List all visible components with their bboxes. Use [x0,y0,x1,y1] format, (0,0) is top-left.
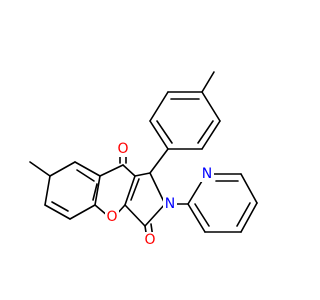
bond-c3-c3a [124,204,146,227]
bond-tolyl-double [197,120,214,144]
bond-c1-n [149,172,166,205]
n-lactam-label-bg [163,196,177,212]
bond-benzo-ring [74,161,101,177]
bond-tolyl-ring [201,91,221,122]
bond-c9-c8a [99,164,124,177]
bond-pyridine-ring [240,173,258,204]
bond-benzo-double [76,169,95,182]
bond-pyridine-ring [240,202,258,233]
bond-benzo-double [51,201,69,212]
bond-pyridine-double [236,202,251,227]
bond-tolyl-ring [201,120,221,150]
nitrogen-pyridine-label: N [202,166,212,182]
bond-benzo-double [92,183,98,201]
o-ketone-label-bg [116,141,130,157]
bond-benzo-ring [44,175,51,206]
bond-c9a-c1 [134,172,151,177]
bond-tolyl-ring [149,120,169,150]
bond-n-c3 [144,203,166,227]
bond-pyridine-ring [187,180,203,205]
bond-tolyl-double [156,120,173,144]
bond-aryl-methyl [29,161,51,177]
atom-label-layer: O O O N N [105,141,214,248]
bond-layer [29,71,258,240]
o-lactam-label-bg [143,232,157,248]
bond-benzo-ring [69,204,96,220]
bond-benzo-ring [44,204,71,220]
oxygen-ketone-label: O [117,141,128,157]
bond-c3a-c9a [124,175,136,206]
bond-c3a-c9a-double [130,178,140,201]
bond-c9a-c9 [122,164,136,177]
bond-benzo-ring [49,161,76,177]
molecule-structure-diagram: O O O N N [29,71,258,248]
bond-pyridine-ring [187,203,206,233]
bond-tolyl-methyl [201,71,215,93]
n-pyridine-label-bg [200,166,214,182]
bond-tolyl-to-c1 [149,148,169,174]
oxygen-lactam-label: O [144,232,155,248]
bond-tolyl-ring [149,91,169,122]
bond-pyridine-double [194,203,210,227]
o-ring-label-bg [105,209,119,225]
bond-c8a-c4a [94,175,101,206]
oxygen-ring-label: O [106,209,117,225]
nitrogen-lactam-label: N [165,196,175,212]
